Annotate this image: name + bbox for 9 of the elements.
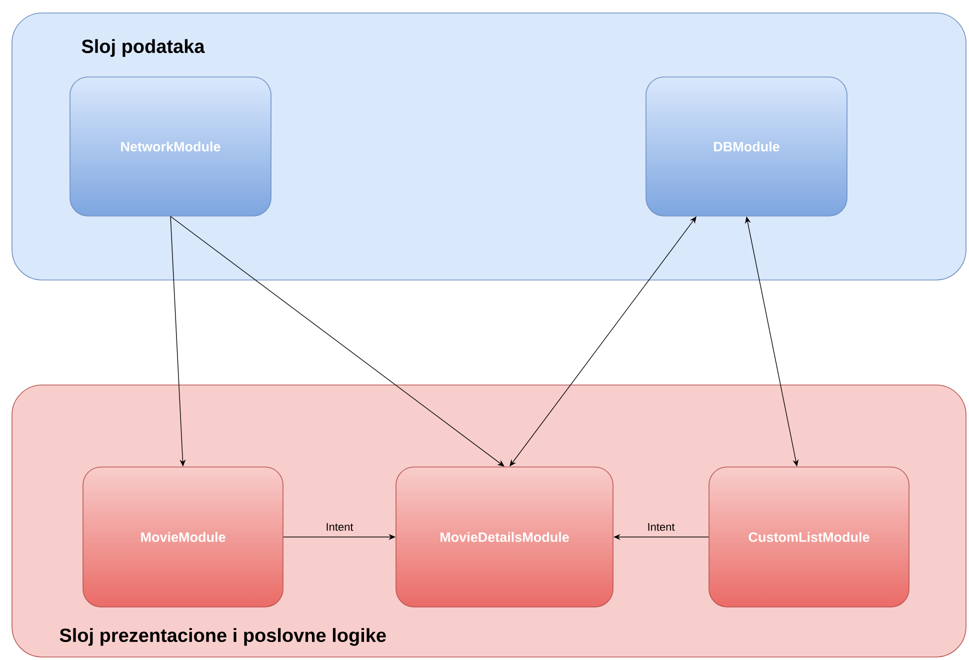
edge-label: Intent: [326, 523, 354, 531]
edge-label: Intent: [648, 523, 675, 531]
module-box: NetworkModule: [70, 76, 272, 216]
module-box: MovieDetailsModule: [396, 466, 614, 608]
layer-title: Sloj prezentacione i poslovne logike: [60, 628, 386, 646]
layer-title: Sloj podataka: [82, 39, 205, 57]
module-box: CustomListModule: [708, 466, 910, 608]
module-box: MovieModule: [82, 466, 284, 608]
module-box: DBModule: [646, 76, 848, 216]
